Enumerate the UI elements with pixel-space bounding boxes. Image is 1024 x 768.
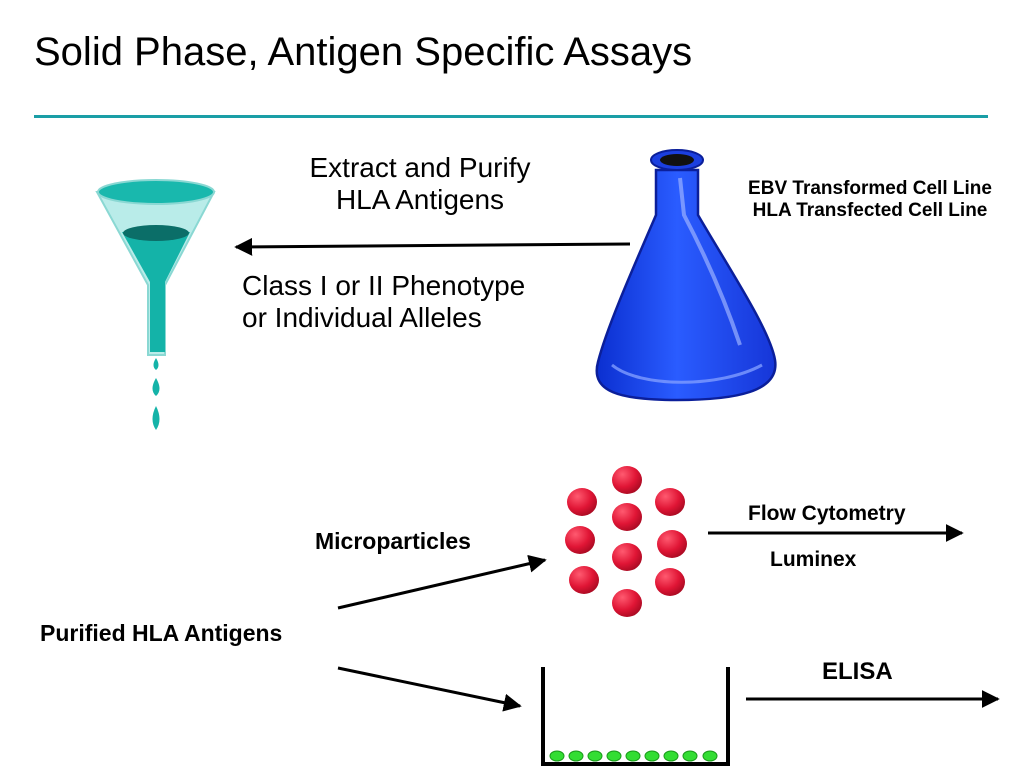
microparticle-bead-icon (655, 568, 685, 596)
elisa-label: ELISA (822, 658, 893, 685)
cell-line-label-line2: HLA Transfected Cell Line (752, 199, 988, 221)
phenotype-label-line2: or Individual Alleles (242, 302, 482, 334)
luminex-label: Luminex (770, 548, 857, 571)
microparticle-bead-icon (657, 530, 687, 558)
microparticles-cluster (565, 466, 687, 617)
microparticle-bead-icon (567, 488, 597, 516)
cell-line-label-line1: EBV Transformed Cell Line (748, 178, 992, 199)
slide-title: Solid Phase, Antigen Specific Assays (34, 30, 693, 74)
extract-label-line1: Extract and Purify (309, 152, 531, 183)
cell-line-label: EBV Transformed Cell Line HLA Transfecte… (720, 178, 1020, 222)
microparticle-bead-icon (612, 543, 642, 571)
extract-arrow (234, 237, 631, 256)
arrow-to-microparticles (337, 554, 547, 610)
title-divider (34, 115, 988, 118)
extract-label-line2: HLA Antigens (335, 184, 505, 216)
extract-label: Extract and Purify HLA Antigens (270, 152, 570, 216)
elisa-well-icon (541, 667, 730, 766)
phenotype-label-line1: Class I or II Phenotype (242, 270, 526, 301)
microparticle-bead-icon (612, 503, 642, 531)
purified-antigens-label: Purified HLA Antigens (40, 620, 283, 646)
microparticle-bead-icon (655, 488, 685, 516)
microparticle-bead-icon (612, 589, 642, 617)
microparticle-bead-icon (565, 526, 595, 554)
microparticle-bead-icon (569, 566, 599, 594)
flask-icon (595, 149, 777, 402)
microparticle-bead-icon (612, 466, 642, 494)
funnel-icon (95, 179, 216, 430)
flow-cytometry-label: Flow Cytometry (748, 502, 906, 525)
phenotype-label: Class I or II Phenotype or Individual Al… (242, 270, 525, 334)
microparticles-label: Microparticles (315, 528, 471, 554)
arrow-to-elisa-well (337, 666, 522, 712)
